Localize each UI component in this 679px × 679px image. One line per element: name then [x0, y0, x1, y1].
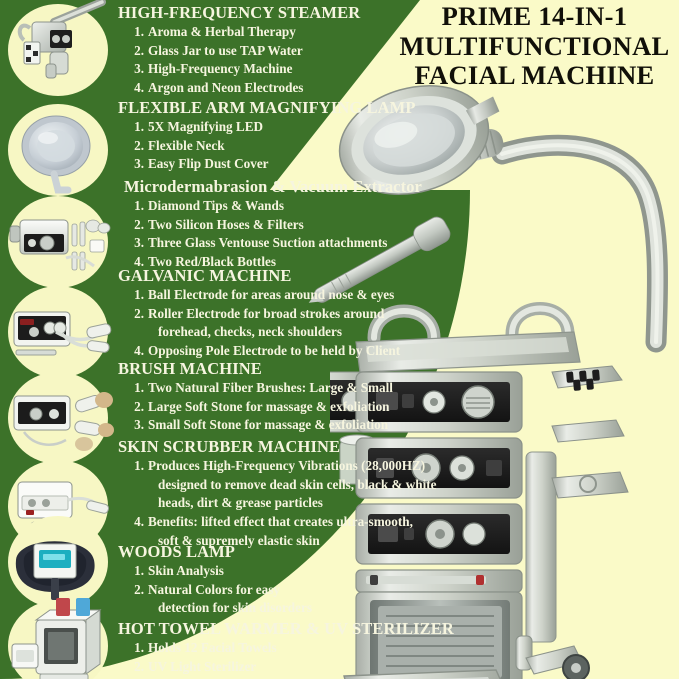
list-item: Small Soft Stone for massage & exfoliati…	[126, 416, 389, 434]
list-item-continuation: forehead, checks, neck shoulders	[158, 324, 343, 340]
list-item: Ball Electrode for areas around nose & e…	[126, 286, 395, 304]
list-item: Diamond Tips & Wands	[126, 197, 284, 215]
section-flexible-arm-magnifying-lamp: FLEXIBLE ARM MAGNIFYING LAMP 5X Magnifyi…	[118, 99, 468, 174]
list-item-continuation: soft & supremely elastic skin	[158, 532, 320, 548]
list-item: Two Silicon Hoses & Filters	[126, 216, 304, 234]
woods-lamp-thumb	[8, 516, 108, 608]
section-list: Ball Electrode for areas around nose & e…	[118, 286, 468, 361]
section-galvanic-machine: GALVANIC MACHINE Ball Electrode for area…	[118, 267, 468, 361]
section-microdermabrasion: Microdermabrasion & Vacuum Extractor Dia…	[118, 178, 468, 272]
list-item: Skin Analysis	[126, 562, 224, 580]
headline-line-2: MULTIFUNCTIONAL	[399, 30, 670, 61]
section-brush-machine: BRUSH MACHINE Two Natural Fiber Brushes:…	[118, 360, 468, 435]
feature-text-column: HIGH-FREQUENCY STEAMER Aroma & Herbal Th…	[118, 0, 468, 679]
section-list: Diamond Tips & Wands Two Silicon Hoses &…	[118, 197, 468, 272]
section-title: WOODS LAMP	[118, 542, 235, 561]
brush-thumb	[8, 372, 114, 464]
list-item: Three Glass Ventouse Suction attachments	[126, 234, 388, 252]
section-hot-towel-warmer: HOT TOWEL WARMER & UV STERILIZER Holds 1…	[118, 620, 468, 676]
list-item: Roller Electrode for broad strokes aroun…	[126, 305, 385, 323]
section-title: GALVANIC MACHINE	[118, 266, 292, 285]
poster-headline: PRIME 14-IN-1 MULTIFUNCTIONAL FACIAL MAC…	[390, 1, 679, 91]
list-item: Easy Flip Dust Cover	[126, 155, 269, 173]
list-item-continuation: heads, dirt & grease particles	[158, 495, 323, 511]
microderm-thumb	[8, 196, 111, 288]
section-list: Two Natural Fiber Brushes: Large & Small…	[118, 379, 468, 435]
section-title: HIGH-FREQUENCY STEAMER	[118, 3, 361, 22]
section-list: Aroma & Herbal Therapy Glass Jar to use …	[118, 23, 468, 98]
section-list: Skin Analysis Natural Colors for easy de…	[118, 562, 468, 618]
list-item: Glass Jar to use TAP Water	[126, 42, 303, 60]
product-thumbnail-column	[0, 0, 118, 679]
section-list: Produces High-Frequency Vibrations (28,0…	[118, 457, 468, 551]
headline-line-3: FACIAL MACHINE	[414, 60, 655, 91]
headline-line-1: PRIME 14-IN-1	[441, 1, 628, 31]
list-item: High-Frequency Machine	[126, 60, 293, 78]
list-item: UV Light Sterilizer	[126, 658, 257, 676]
list-item: Aroma & Herbal Therapy	[126, 23, 296, 41]
list-item: Natural Colors for easy	[126, 581, 280, 599]
list-item: Large Soft Stone for massage & exfoliati…	[126, 398, 390, 416]
section-list: Holds 12 Facial Towels UV Light Steriliz…	[118, 639, 468, 676]
list-item-continuation: detection for skin disorders	[158, 600, 312, 616]
list-item: Produces High-Frequency Vibrations (28,0…	[126, 457, 426, 475]
section-skin-scrubber-machine: SKIN SCRUBBER MACHINE Produces High-Freq…	[118, 438, 468, 550]
list-item: Two Natural Fiber Brushes: Large & Small	[126, 379, 393, 397]
list-item: Two Red/Black Bottles	[126, 253, 276, 271]
section-high-frequency-steamer: HIGH-FREQUENCY STEAMER Aroma & Herbal Th…	[118, 4, 468, 98]
list-item: Argon and Neon Electrodes	[126, 79, 304, 97]
magnifying-lamp-thumb	[8, 104, 108, 196]
towel-warmer-thumb	[8, 598, 108, 679]
list-item: 5X Magnifying LED	[126, 118, 264, 136]
section-title: SKIN SCRUBBER MACHINE	[118, 437, 341, 456]
section-woods-lamp: WOODS LAMP Skin Analysis Natural Colors …	[118, 543, 468, 618]
section-title: FLEXIBLE ARM MAGNIFYING LAMP	[118, 98, 416, 117]
list-item-continuation: designed to remove dead skin cells, blac…	[158, 476, 437, 492]
list-item: Holds 12 Facial Towels	[126, 639, 277, 657]
steamer-thumb	[8, 0, 108, 96]
galvanic-thumb	[8, 286, 112, 378]
section-list: 5X Magnifying LED Flexible Neck Easy Fli…	[118, 118, 468, 174]
section-title: BRUSH MACHINE	[118, 359, 262, 378]
section-title: Microdermabrasion & Vacuum Extractor	[124, 177, 422, 196]
list-item: Flexible Neck	[126, 137, 225, 155]
list-item: Benefits: lifted effect that creates ult…	[126, 513, 413, 531]
section-title: HOT TOWEL WARMER & UV STERILIZER	[118, 619, 454, 638]
list-item: Opposing Pole Electrode to be held by Cl…	[126, 342, 401, 360]
